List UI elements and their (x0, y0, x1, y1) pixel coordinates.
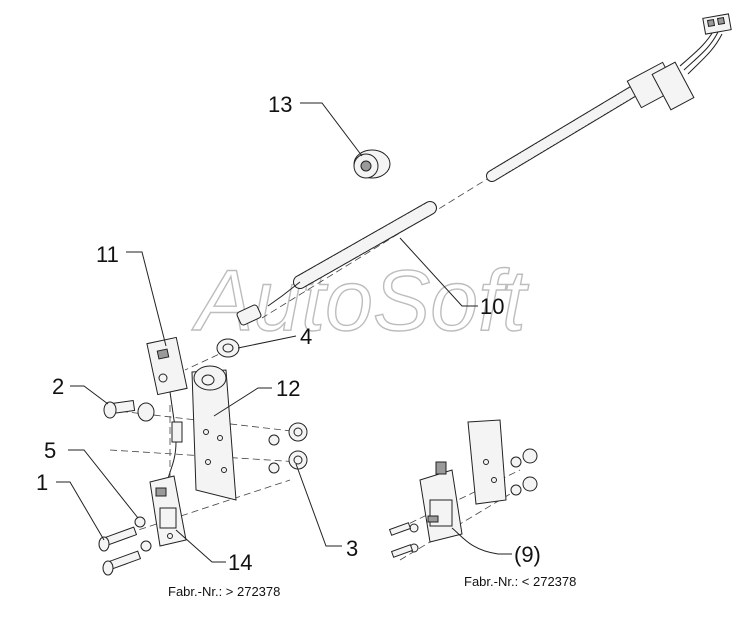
part-label-12: 12 (276, 376, 300, 401)
part-label-5: 5 (44, 438, 56, 463)
bracket-plate-part-12 (191, 365, 237, 501)
part-label-14: 14 (228, 550, 252, 575)
part-label-11: 11 (96, 242, 119, 267)
part-label-13: 13 (268, 92, 292, 117)
part-label-3: 3 (346, 536, 358, 561)
limit-switch-part-11 (146, 336, 188, 499)
nut-part-4 (216, 338, 240, 358)
watermark-text: AutoSoft (191, 253, 529, 349)
nuts-part-3 (268, 422, 308, 474)
part-label-9: (9) (514, 542, 541, 567)
part-label-4: 4 (300, 324, 312, 349)
bushing-part-13 (353, 149, 391, 179)
switch-plate-variant-part-9 (388, 419, 538, 558)
caption-newer-version: Fabr.-Nr.: > 272378 (168, 584, 280, 599)
caption-older-version: Fabr.-Nr.: < 272378 (464, 574, 576, 589)
leader-lines (56, 102, 512, 563)
spindle-assembly-part-10 (236, 13, 732, 326)
screws-part-1-and-washers-part-5 (98, 516, 152, 576)
part-label-10: 10 (480, 294, 504, 319)
screw-part-2 (103, 399, 155, 422)
part-label-2: 2 (52, 374, 64, 399)
part-label-1: 1 (36, 470, 48, 495)
switch-plate-part-14 (149, 475, 187, 547)
